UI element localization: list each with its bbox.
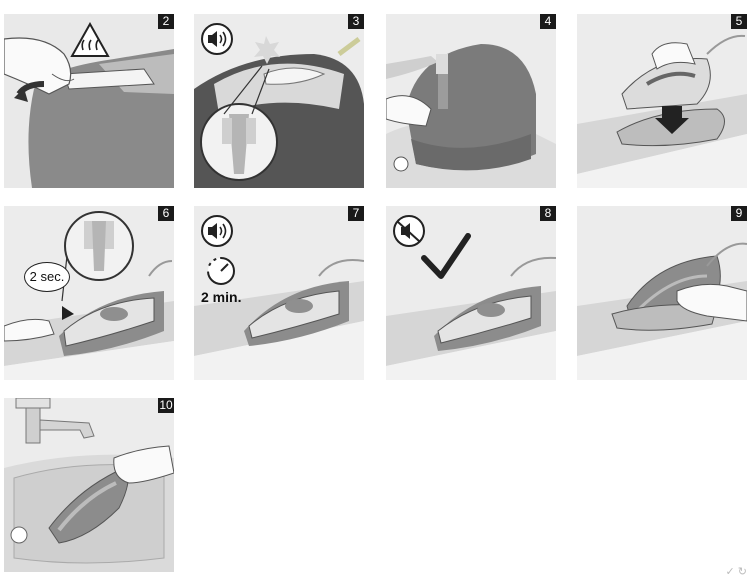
step-10-illustration [4,398,174,572]
step-number: 2 [158,14,174,29]
step-8-panel: 8 [386,206,556,380]
step-number: 5 [731,14,747,29]
step-number: 7 [348,206,364,221]
sound-off-icon [393,215,425,247]
step-3-panel: 3 [194,14,364,188]
step-3-illustration [194,14,364,188]
timer-icon [207,257,235,285]
duration-2-minutes-label: 2 min. [201,289,242,305]
hot-surface-warning-icon [70,22,110,57]
step-number: 3 [348,14,364,29]
step-2-panel: 2 [4,14,174,188]
step-9-panel: 9 [577,206,747,380]
step-number: 8 [540,206,556,221]
step-5-panel: 5 [577,14,747,188]
sound-on-icon [201,23,233,55]
step-4-illustration [386,14,556,188]
sound-on-icon [201,215,233,247]
step-6-panel: 2 sec. 6 [4,206,174,380]
step-number: 4 [540,14,556,29]
step-9-illustration [577,206,747,380]
step-4-panel: 4 [386,14,556,188]
step-5-illustration [577,14,747,188]
step-number: 10 [158,398,174,413]
step-number: 9 [731,206,747,221]
step-7-panel: 2 min. 7 [194,206,364,380]
watermark: ✓ ↻ [725,566,748,578]
step-10-panel: 10 [4,398,174,572]
duration-2-seconds-label: 2 sec. [24,262,70,292]
step-6-illustration [4,206,174,380]
step-number: 6 [158,206,174,221]
